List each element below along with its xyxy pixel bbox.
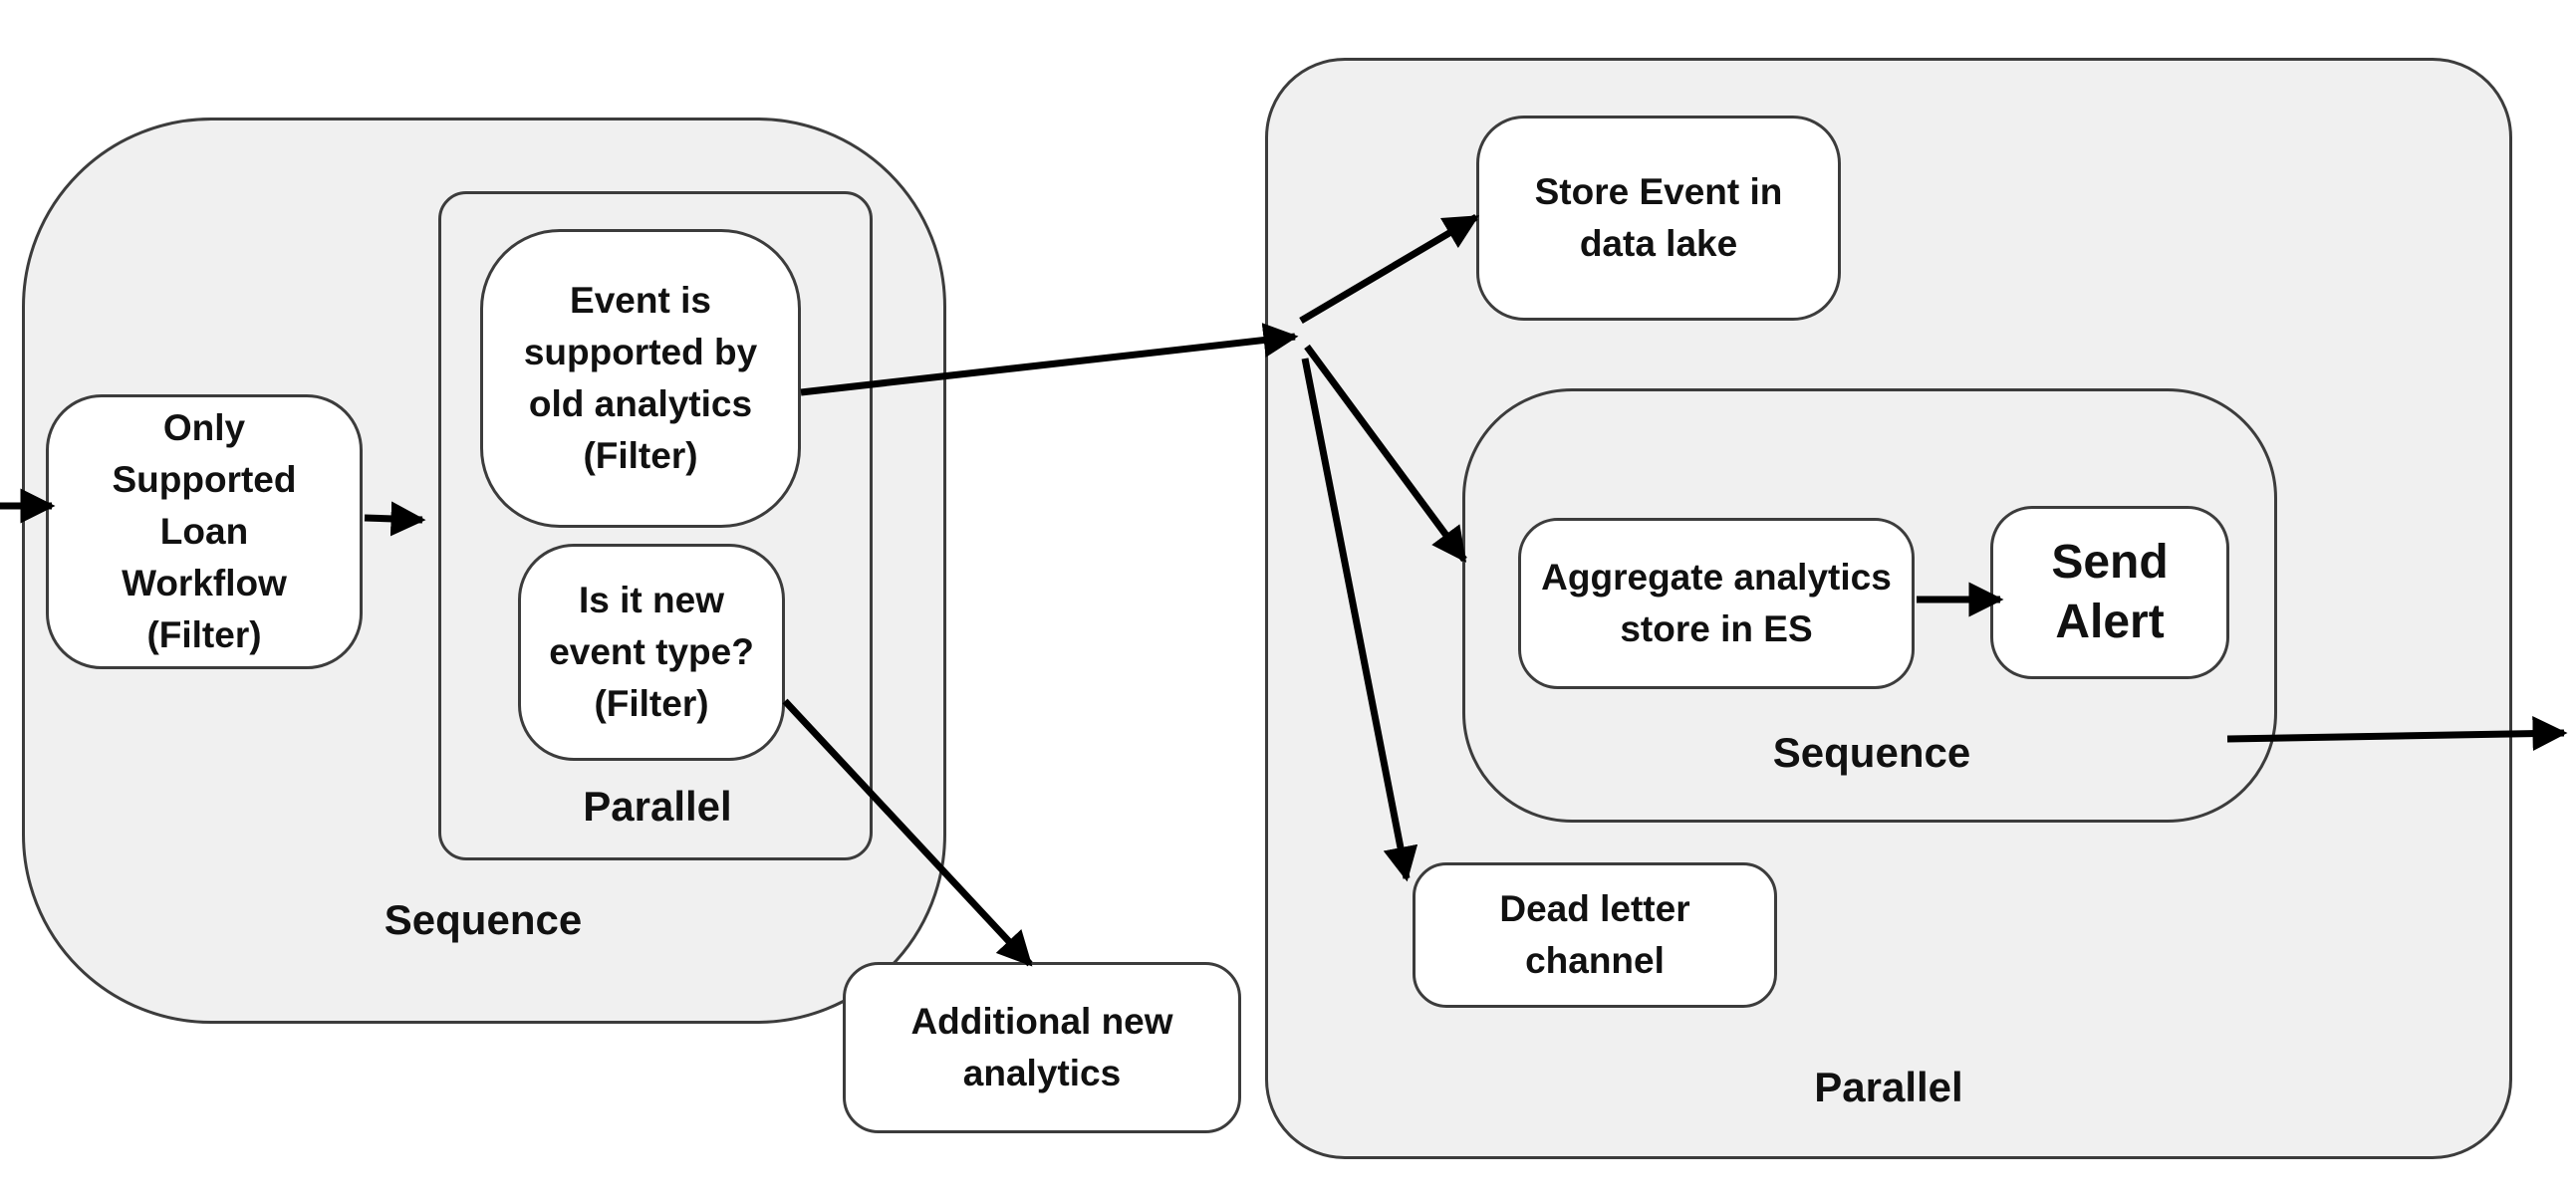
right-sequence-label: Sequence: [1772, 729, 1971, 776]
arrow-to-right-sequence: [1304, 344, 1467, 563]
arrow-exit: [2226, 716, 2568, 752]
arrow-to-dead-letter: [1301, 358, 1418, 882]
arrow-old-analytics-to-right-parallel: [800, 323, 1299, 396]
send-alert-node: Send Alert: [1990, 506, 2229, 679]
left-parallel-label: Parallel: [583, 783, 732, 830]
supported-loan-workflow-filter-node: Only Supported Loan Workflow (Filter): [46, 394, 363, 669]
dead-letter-channel-node: Dead letter channel: [1413, 862, 1777, 1008]
left-sequence-label: Sequence: [384, 896, 583, 943]
old-analytics-filter-node: Event is supported by old analytics (Fil…: [480, 229, 801, 528]
new-event-type-filter-node: Is it new event type? (Filter): [518, 544, 785, 761]
arrow-to-store-event: [1299, 213, 1480, 325]
aggregate-analytics-node: Aggregate analytics store in ES: [1518, 518, 1915, 689]
arrow-filter-to-parallel: [364, 501, 426, 537]
arrow-new-event-to-additional-analytics: [782, 698, 1033, 967]
store-event-data-lake-node: Store Event in data lake: [1476, 116, 1841, 321]
additional-new-analytics-node: Additional new analytics: [843, 962, 1241, 1133]
right-parallel-label: Parallel: [1814, 1064, 1963, 1110]
